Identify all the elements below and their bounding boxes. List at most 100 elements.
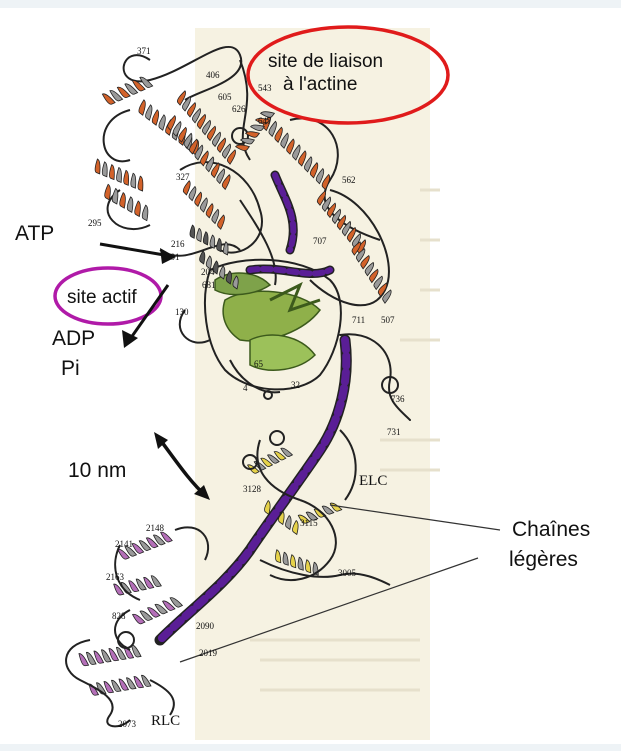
helix-turn — [111, 187, 119, 205]
helix-turn — [199, 250, 206, 265]
helix-turn — [351, 233, 362, 249]
helix-turn — [260, 111, 276, 118]
helix-turn — [103, 681, 115, 694]
residue-number: 371 — [137, 46, 151, 56]
helix-turn — [200, 197, 208, 213]
helix-turn — [119, 192, 126, 209]
helix-turn — [150, 575, 162, 588]
helix-turn — [78, 653, 90, 667]
helix-turn — [305, 511, 319, 521]
helix-turn — [202, 231, 209, 246]
helix-turn — [152, 534, 166, 546]
residue-number: 562 — [342, 175, 356, 185]
actin-site-label-line1: site de liaison — [268, 51, 384, 72]
helix-turn — [162, 600, 176, 611]
residue-number: 32 — [291, 380, 300, 390]
helix-turn — [226, 149, 236, 165]
helix-turn — [115, 646, 127, 660]
residue-number: 828 — [112, 611, 126, 621]
helix-ribbon — [235, 111, 276, 152]
helix-turn — [151, 109, 160, 126]
helix-turn — [147, 607, 161, 618]
helix-turn — [181, 96, 191, 112]
helix-ribbon — [316, 190, 367, 255]
helix-turn — [282, 551, 289, 566]
helix-ribbon — [132, 597, 184, 625]
helix-turn — [298, 150, 307, 167]
helix-turn — [266, 454, 280, 464]
helix-turn — [245, 131, 261, 138]
actin-site-label-line2: à l'actine — [283, 74, 358, 95]
helix-turn — [109, 90, 124, 102]
helix-turn — [211, 131, 221, 148]
light-chains-label-line1: Chaînes — [512, 518, 591, 541]
helix-ribbon — [101, 76, 154, 105]
helix-turn — [321, 505, 335, 515]
helix-turn — [209, 234, 216, 249]
helix-turn — [232, 275, 239, 290]
helix-turn — [364, 261, 375, 277]
helix-turn — [273, 451, 287, 461]
helix-turn — [133, 676, 145, 689]
helix-turn — [286, 138, 295, 155]
helix-turn — [124, 545, 138, 557]
residue-number: 2019 — [199, 648, 217, 658]
helix-turn — [200, 150, 209, 167]
helix-ribbon — [117, 531, 173, 560]
helix-turn — [183, 132, 193, 149]
helix-turn — [137, 175, 144, 192]
helix-turn — [280, 132, 289, 149]
helix-turn — [369, 268, 379, 284]
helix-turn — [297, 514, 311, 524]
helix-turn — [211, 208, 220, 225]
helix-turn — [351, 241, 361, 256]
residue-number: 2141 — [115, 539, 133, 549]
helix-turn — [290, 554, 297, 569]
helix-turn — [116, 167, 122, 184]
helix-turn — [101, 93, 116, 105]
helix-turn — [189, 138, 198, 155]
helix-turn — [131, 80, 146, 92]
helix-turn — [194, 144, 204, 161]
helix-turn — [205, 203, 214, 219]
helix-turn — [303, 156, 313, 173]
helix-turn — [126, 677, 137, 690]
helix-turn — [205, 255, 212, 270]
helix-turn — [216, 237, 222, 253]
helix-ribbon — [176, 90, 236, 165]
helix-turn — [221, 174, 231, 191]
helix-turn — [167, 115, 176, 131]
helix-turn — [205, 156, 215, 173]
helix-turn — [123, 169, 130, 186]
helix-ribbon — [182, 180, 225, 230]
helix-ribbon — [297, 502, 343, 524]
rlc-label: RLC — [151, 713, 181, 729]
scale-arrow — [154, 432, 210, 500]
helix-ribbon — [94, 158, 144, 192]
helix-turn — [194, 191, 203, 208]
helix-turn — [360, 254, 370, 270]
residue-number: 3128 — [243, 484, 261, 494]
helix-turn — [128, 580, 140, 593]
helix-turn — [210, 162, 220, 179]
helix-turn — [321, 196, 332, 213]
helix-turn — [132, 613, 146, 625]
helix-turn — [336, 214, 347, 231]
residue-number: 507 — [381, 315, 395, 325]
helix-turn — [189, 224, 196, 239]
residue-number: 327 — [176, 172, 190, 182]
helix-turn — [285, 514, 292, 531]
helix-turn — [268, 120, 277, 138]
helix-turn — [240, 137, 256, 145]
helix-turn — [292, 519, 299, 536]
active-site-label: site actif — [67, 287, 137, 308]
helix-turn — [145, 104, 153, 121]
helix-ribbon — [113, 575, 162, 596]
helix-turn — [134, 200, 141, 218]
helix-ribbon — [88, 674, 152, 696]
helix-turn — [222, 241, 229, 256]
helix-turn — [138, 99, 146, 116]
helix-turn — [108, 648, 120, 662]
helix-turn — [196, 113, 206, 130]
